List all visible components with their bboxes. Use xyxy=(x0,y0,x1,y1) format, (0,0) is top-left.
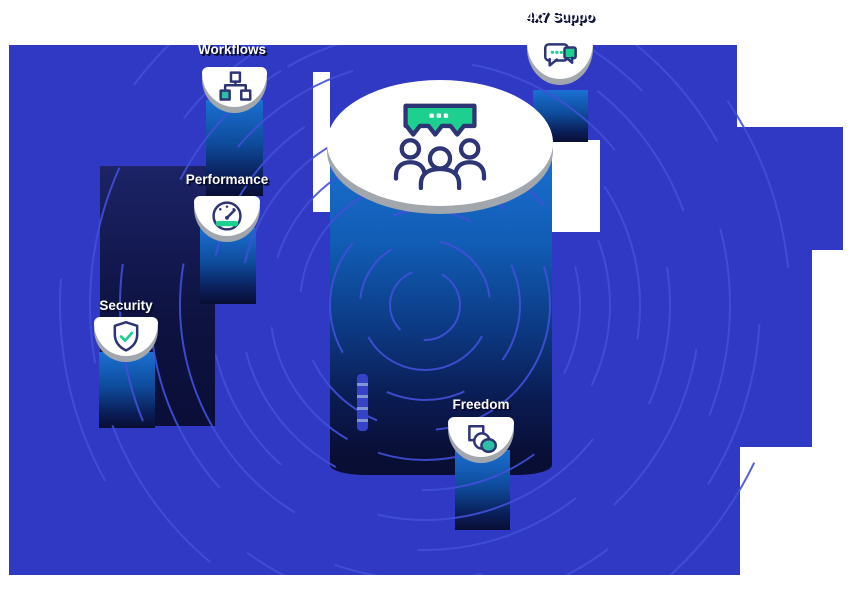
shield-check-icon xyxy=(113,320,139,352)
white-notch xyxy=(740,447,854,592)
bg-mask xyxy=(0,575,854,592)
white-notch xyxy=(545,140,600,232)
white-notch xyxy=(737,45,854,127)
pillar-label: Security xyxy=(99,298,153,313)
bg-mask xyxy=(0,0,854,45)
bg-mask xyxy=(0,0,9,592)
glitch-dashes xyxy=(357,374,368,431)
team-chat-icon xyxy=(393,103,487,190)
pillar-label: 4x7 Suppo xyxy=(525,9,595,24)
pillar-cylinder xyxy=(99,352,155,428)
workflow-icon xyxy=(218,71,251,101)
shapes-icon xyxy=(468,425,498,454)
gauge-icon xyxy=(212,201,242,231)
pillar-label: Freedom xyxy=(452,397,510,412)
chat-support-icon xyxy=(543,43,577,67)
bg-mask xyxy=(843,0,854,592)
pillar-label: Performance xyxy=(185,172,269,187)
pillar-label: Workflows xyxy=(197,42,266,57)
